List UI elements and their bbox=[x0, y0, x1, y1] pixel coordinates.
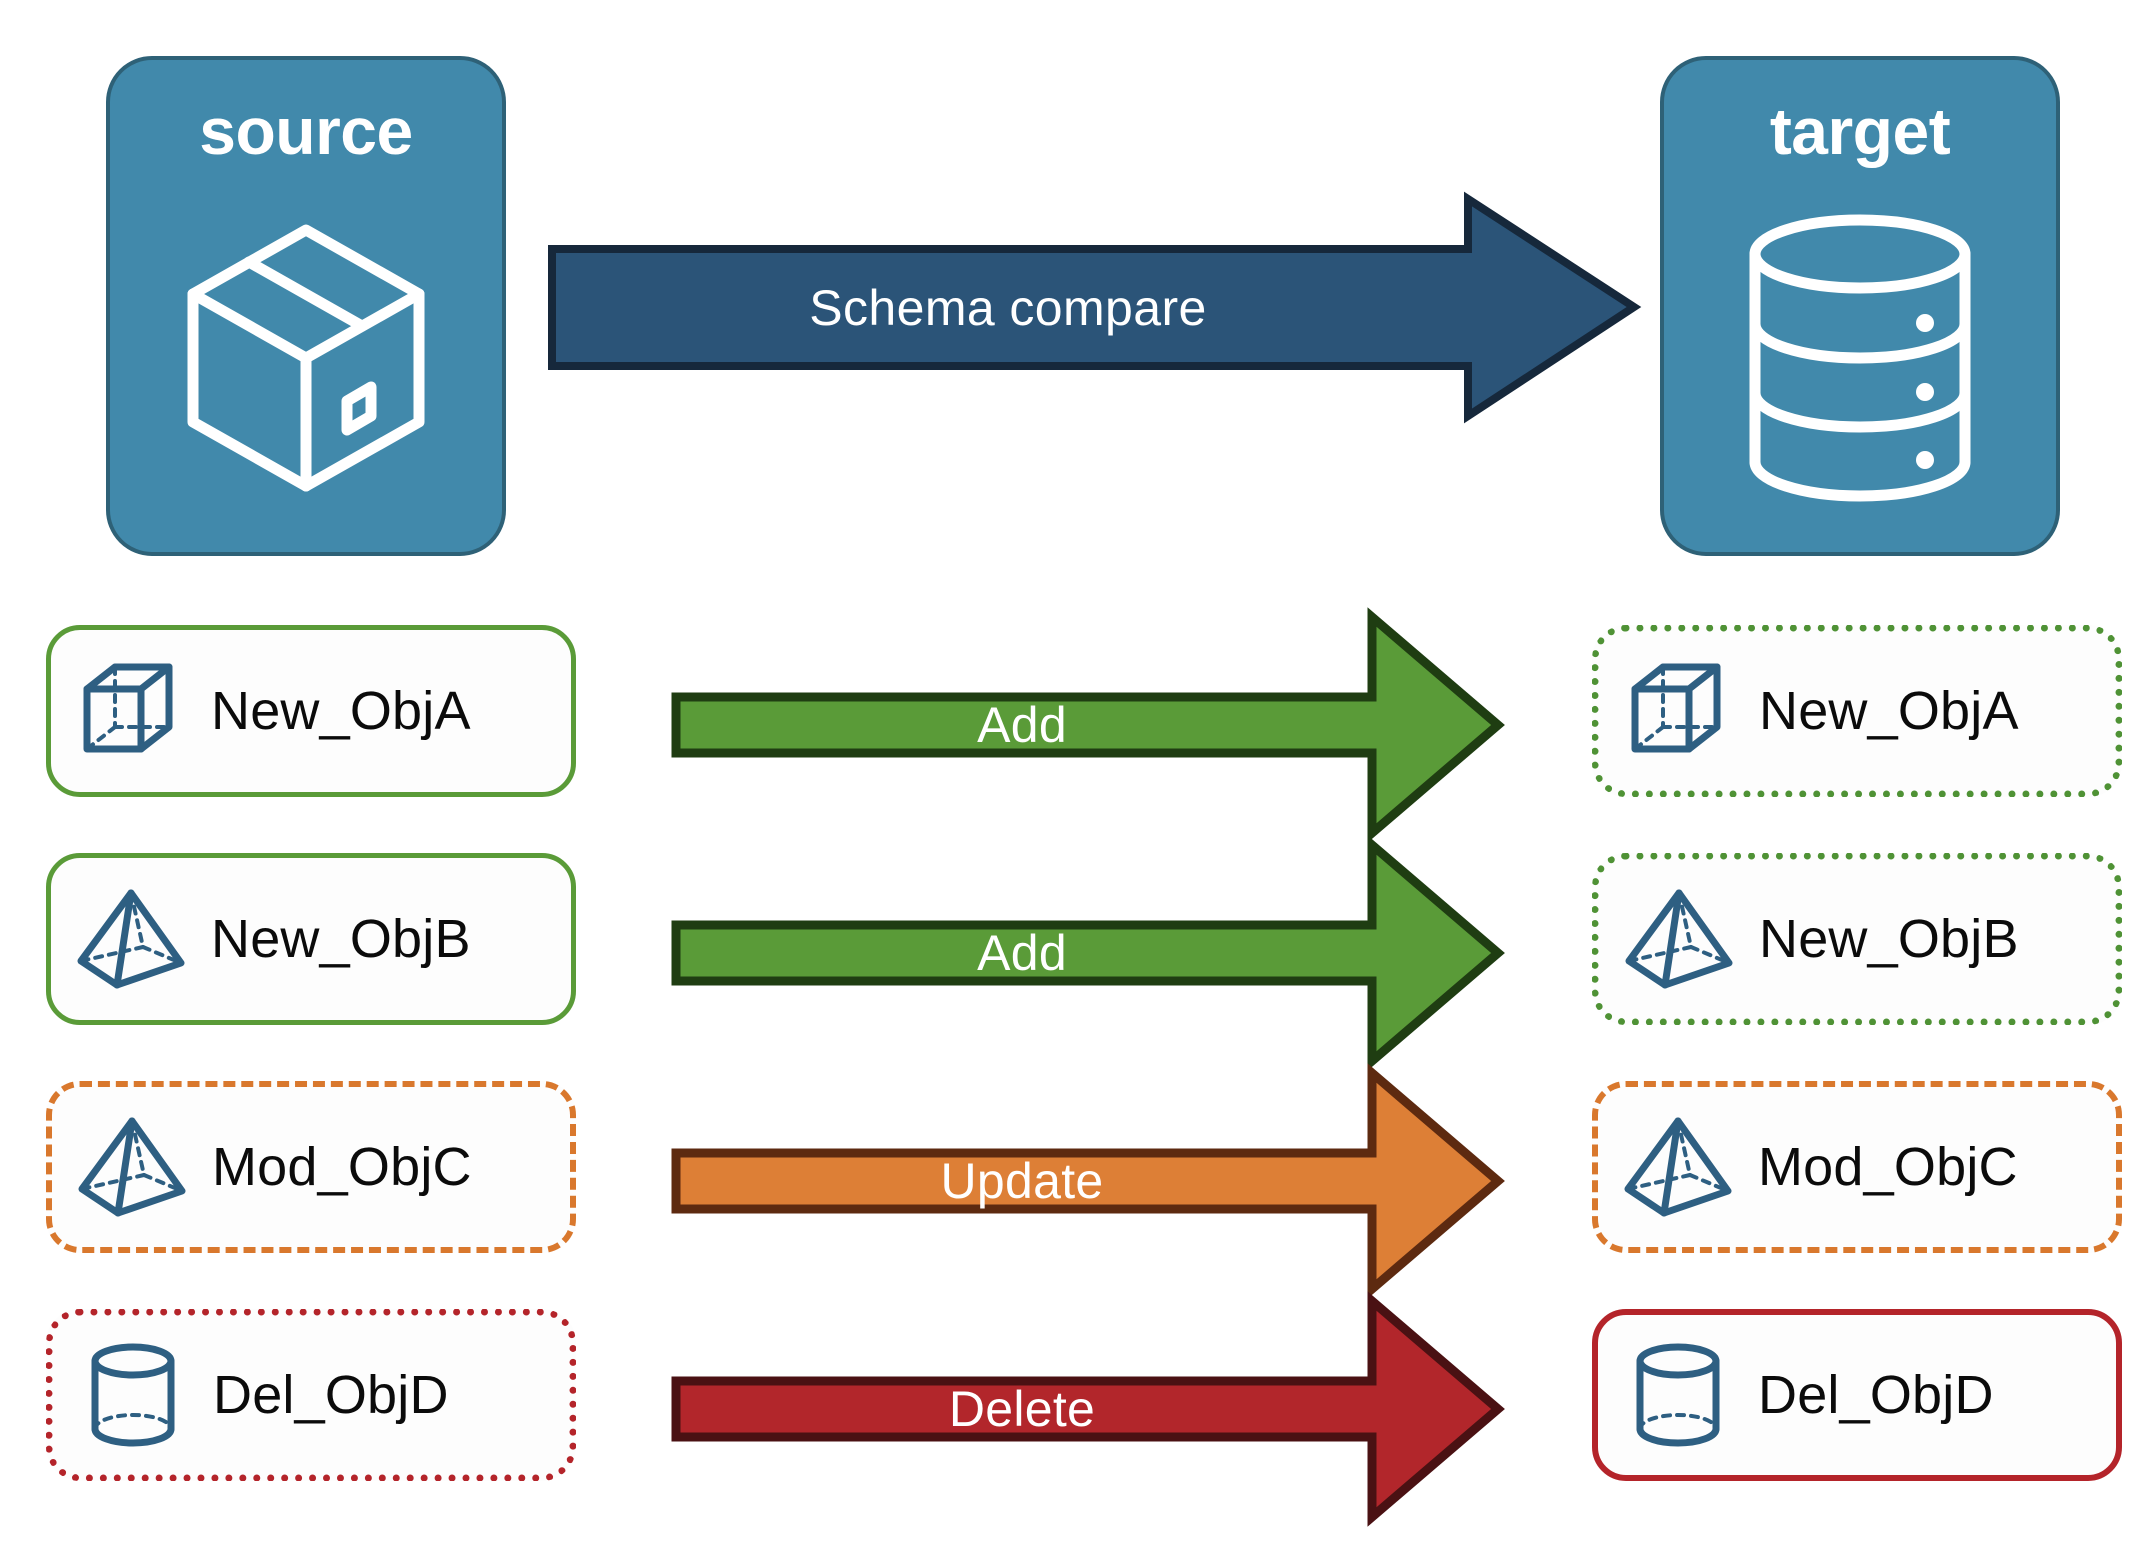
action-arrow-add-2[interactable]: Add bbox=[671, 835, 1505, 1071]
action-arrow-label-2: Add bbox=[977, 925, 1067, 981]
database-cylinder-icon bbox=[1664, 164, 2056, 552]
schema-compare-arrow[interactable]: Schema compare bbox=[548, 191, 1642, 424]
source-endpoint-card[interactable]: source bbox=[106, 56, 506, 556]
source-object-row-1[interactable]: New_ObjA bbox=[46, 625, 576, 797]
target-object-row-4[interactable]: Del_ObjD bbox=[1592, 1309, 2122, 1481]
action-arrow-add-1[interactable]: Add bbox=[671, 607, 1505, 843]
target-object-label-1: New_ObjA bbox=[1759, 681, 2019, 741]
target-object-row-1[interactable]: New_ObjA bbox=[1592, 625, 2122, 797]
source-object-row-3[interactable]: Mod_ObjC bbox=[46, 1081, 576, 1253]
action-arrow-delete-4[interactable]: Delete bbox=[671, 1291, 1505, 1527]
cube-wireframe-icon bbox=[51, 657, 211, 765]
cube-wireframe-icon bbox=[1599, 657, 1759, 765]
source-object-label-4: Del_ObjD bbox=[213, 1365, 449, 1425]
action-arrow-label-1: Add bbox=[977, 697, 1067, 753]
source-object-row-4[interactable]: Del_ObjD bbox=[46, 1309, 576, 1481]
pyramid-wireframe-icon bbox=[51, 885, 211, 993]
schema-compare-arrow-label: Schema compare bbox=[809, 279, 1207, 336]
pyramid-wireframe-icon bbox=[1599, 885, 1759, 993]
action-arrow-label-4: Delete bbox=[948, 1381, 1096, 1437]
source-object-label-2: New_ObjB bbox=[211, 909, 471, 969]
action-arrow-label-3: Update bbox=[940, 1153, 1104, 1209]
source-object-label-3: Mod_ObjC bbox=[212, 1137, 472, 1197]
target-endpoint-card[interactable]: target bbox=[1660, 56, 2060, 556]
action-arrow-update-3[interactable]: Update bbox=[671, 1063, 1505, 1299]
pyramid-wireframe-icon bbox=[1598, 1113, 1758, 1221]
target-object-row-2[interactable]: New_ObjB bbox=[1592, 853, 2122, 1025]
pyramid-wireframe-icon bbox=[52, 1113, 212, 1221]
source-object-row-2[interactable]: New_ObjB bbox=[46, 853, 576, 1025]
target-object-label-4: Del_ObjD bbox=[1758, 1365, 1994, 1425]
target-object-label-3: Mod_ObjC bbox=[1758, 1137, 2018, 1197]
source-object-label-1: New_ObjA bbox=[211, 681, 471, 741]
target-title: target bbox=[1769, 94, 1951, 168]
cylinder-wireframe-icon bbox=[53, 1339, 213, 1451]
cylinder-wireframe-icon bbox=[1598, 1339, 1758, 1451]
target-object-label-2: New_ObjB bbox=[1759, 909, 2019, 969]
target-object-row-3[interactable]: Mod_ObjC bbox=[1592, 1081, 2122, 1253]
source-title: source bbox=[199, 94, 413, 168]
package-box-icon bbox=[110, 164, 502, 552]
